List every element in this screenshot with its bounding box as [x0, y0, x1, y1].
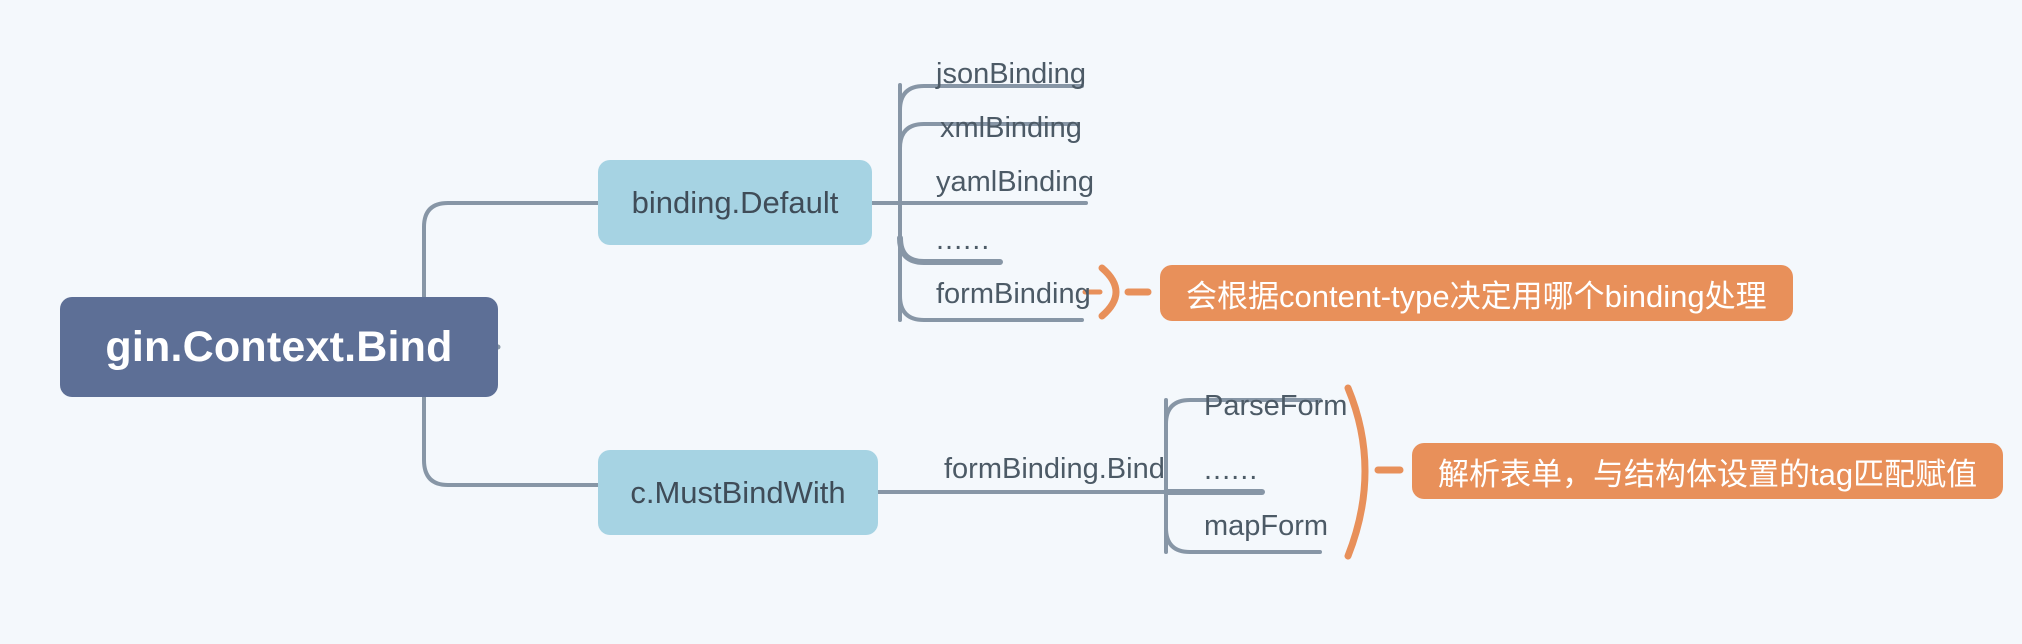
callout-parse-form-tag[interactable]: 解析表单，与结构体设置的tag匹配赋值 [1412, 443, 2004, 499]
leaf-xml-binding[interactable]: xmlBinding [940, 112, 1082, 144]
leaf-ellipsis-upper[interactable]: ...... [936, 224, 991, 256]
callout-label: 解析表单，与结构体设置的tag匹配赋值 [1438, 456, 1978, 492]
branch-node-label: c.MustBindWith [630, 474, 846, 510]
root-node-gin-context-bind[interactable]: gin.Context.Bind [60, 297, 498, 397]
branch-node-binding-default[interactable]: binding.Default [598, 160, 872, 245]
leaf-form-binding[interactable]: formBinding [936, 278, 1091, 310]
callout-label: 会根据content-type决定用哪个binding处理 [1186, 278, 1767, 314]
branch-node-label: binding.Default [631, 184, 839, 220]
root-node-label: gin.Context.Bind [105, 322, 453, 371]
leaf-map-form[interactable]: mapForm [1204, 510, 1329, 542]
leaf-yaml-binding[interactable]: yamlBinding [936, 166, 1094, 198]
leaf-ellipsis-lower[interactable]: ...... [1204, 454, 1259, 486]
leaf-parse-form[interactable]: ParseForm [1204, 390, 1348, 422]
branch-node-must-bind-with[interactable]: c.MustBindWith [598, 450, 878, 535]
edge-label-form-binding-bind: formBinding.Bind [944, 453, 1165, 485]
leaf-json-binding[interactable]: jsonBinding [936, 58, 1086, 90]
callout-content-type[interactable]: 会根据content-type决定用哪个binding处理 [1160, 265, 1793, 321]
